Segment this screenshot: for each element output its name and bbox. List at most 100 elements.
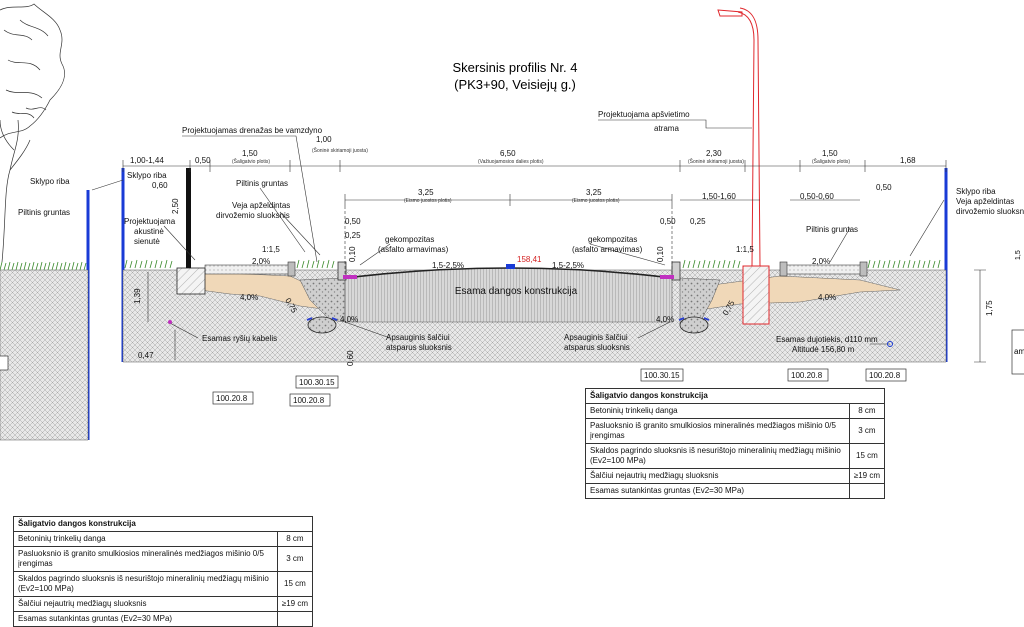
slope-5: 1,5-2,5% (432, 261, 464, 270)
level-value: 158,41 (517, 255, 542, 264)
label-frost-right-2: atsparus sluoksnis (564, 343, 630, 352)
right-edge-text-1: am (1014, 347, 1024, 356)
edge-stone-right-2 (859, 261, 868, 277)
label-lot-boundary-right: Sklypo riba (956, 187, 996, 196)
dim-sub-4: (Šoninė skiriamoji juosta) (688, 158, 744, 165)
dim-second-2: 3,25 (586, 188, 602, 197)
dim-top-3: 1,50 (242, 149, 258, 158)
dim-sub-2: (Šoninė skiriamoji juosta) (312, 147, 368, 154)
sidewalk-right (784, 264, 866, 275)
dim-top-8: 1,68 (900, 156, 916, 165)
lamp-head (717, 9, 743, 17)
code-boxes: 100.30.15 100.20.8 100.20.8 100.30.15 10… (212, 368, 907, 407)
dim-top-2: 0,50 (195, 156, 211, 165)
gravel-left (299, 277, 346, 323)
table-header: Šaligatvio dangos konstrukcija (585, 388, 885, 404)
table-row: Skaldos pagrindo sluoksnis iš nesurištoj… (585, 443, 886, 469)
label-existing-pavement: Esama dangos konstrukcija (455, 286, 578, 297)
dim-sub-5: (Šaligatvio plotis) (812, 158, 850, 165)
label-acoustic-3: sienutė (134, 237, 160, 246)
label-gas-2: Altitudė 156,80 m (792, 345, 855, 354)
slope-2: 1:1,5 (736, 245, 754, 254)
label-geocomposite-right-2: (asfalto armavimas) (572, 245, 643, 254)
dim-second-sub-2: (Eismo juostos plotis) (572, 198, 620, 204)
curb-left (337, 261, 347, 281)
dim-second-4: 0,50-0,60 (800, 192, 834, 201)
label-frost-left-2: atsparus sluoksnis (386, 343, 452, 352)
sidewalk-left (204, 264, 291, 275)
table-row: Pasluoksnio iš granito smulkiosios miner… (585, 418, 886, 444)
dim-small-1: 0,60 (152, 181, 168, 190)
depth-2: 0,47 (138, 351, 154, 360)
table-row: Šalčiui nejautrių medžiagų sluoksnis≥19 … (585, 468, 886, 484)
label-lot-boundary-left: Sklypo riba (127, 171, 167, 180)
pole-foundation (742, 265, 770, 325)
slope-4: 2,0% (812, 257, 830, 266)
label-acoustic-2: akustinė (134, 227, 164, 236)
label-geocomposite-left-2: (asfalto armavimas) (378, 245, 449, 254)
right-edge-text-2: 1,5 (1015, 250, 1022, 260)
label-frost-right-1: Apsauginis šalčiui (564, 333, 628, 342)
code-4: 100.30.15 (644, 371, 680, 380)
code-6: 100.20.8 (869, 371, 901, 380)
table-row: Esamas sutankintas gruntas (Ev2=30 MPa) (585, 483, 886, 499)
left-edge-frame (0, 355, 9, 371)
lighting-pole (737, 7, 761, 267)
slope-10: 4,0% (656, 315, 674, 324)
label-lighting-2: atrama (654, 124, 679, 133)
ground-left-outer (0, 269, 89, 441)
depth-1: 1,39 (133, 288, 142, 304)
label-lawn-right-1: Veja apželdintas (956, 197, 1014, 206)
label-geocomposite-left-1: gekompozitas (385, 235, 434, 244)
table-row: Pasluoksnio iš granito smulkiosios miner… (13, 546, 314, 572)
label-lawn-left-1: Veja apželdintas (232, 201, 290, 210)
dim-top-5: 6,50 (500, 149, 516, 158)
edge-stone-left (287, 261, 296, 277)
drain-left-wrap (306, 317, 338, 321)
drain-left (307, 316, 337, 334)
table-row: Skaldos pagrindo sluoksnis iš nesurištoj… (13, 571, 314, 597)
label-frost-left-1: Apsauginis šalčiui (386, 333, 450, 342)
drain-right (679, 316, 709, 334)
label-lighting-1: Projektuojama apšvietimo (598, 110, 690, 119)
drain-right-wrap (678, 317, 710, 321)
table-row: Esamas sutankintas gruntas (Ev2=30 MPa) (13, 611, 314, 627)
depth-5: 1,75 (985, 300, 994, 316)
slope-3: 2,0% (252, 257, 270, 266)
dim-second-1: 3,25 (418, 188, 434, 197)
dim-second-sub-1: (Eismo juostos plotis) (404, 198, 452, 204)
geocomposite-right-marker (660, 275, 674, 279)
label-acoustic-1: Projektuojama (124, 217, 176, 226)
title-line-2: (PK3+90, Veisiejų g.) (454, 77, 576, 92)
acoustic-wall-foundation (176, 267, 206, 295)
label-fill-soil-right: Piltinis gruntas (806, 225, 858, 234)
dim-small-4: 0,25 (345, 231, 361, 240)
code-1: 100.30.15 (299, 378, 335, 387)
label-lawn-left-2: dirvožemio sluoksnis (216, 211, 290, 220)
slope-7: 4,0% (240, 293, 258, 302)
label-geocomposite-right-1: gekompozitas (588, 235, 637, 244)
dim-top-4: 1,00 (316, 135, 332, 144)
label-fill-soil-outer: Piltinis gruntas (18, 208, 70, 217)
grass-left (0, 259, 335, 271)
cable-marker (168, 320, 172, 324)
dim-top-6: 2,30 (706, 149, 722, 158)
slope-9: 4,0% (340, 315, 358, 324)
leader-lines (91, 119, 945, 345)
dim-small-3: 0,50 (345, 217, 361, 226)
slope-6: 1,5-2,5% (552, 261, 584, 270)
label-drainage: Projektuojamas drenažas be vamzdyno (182, 126, 323, 135)
code-2: 100.20.8 (216, 394, 248, 403)
sidewalk-structure-table-left: Šaligatvio dangos konstrukcija Betoninių… (13, 516, 314, 627)
gravel-right (679, 277, 721, 325)
grass-right (682, 259, 941, 269)
dim-small-6: 0,50 (660, 217, 676, 226)
slope-8: 4,0% (818, 293, 836, 302)
dim-top-1: 1,00-1,44 (130, 156, 164, 165)
code-3: 100.20.8 (293, 396, 325, 405)
right-edge-frame (1011, 329, 1024, 375)
dim-small-5: 0,10 (348, 246, 357, 262)
